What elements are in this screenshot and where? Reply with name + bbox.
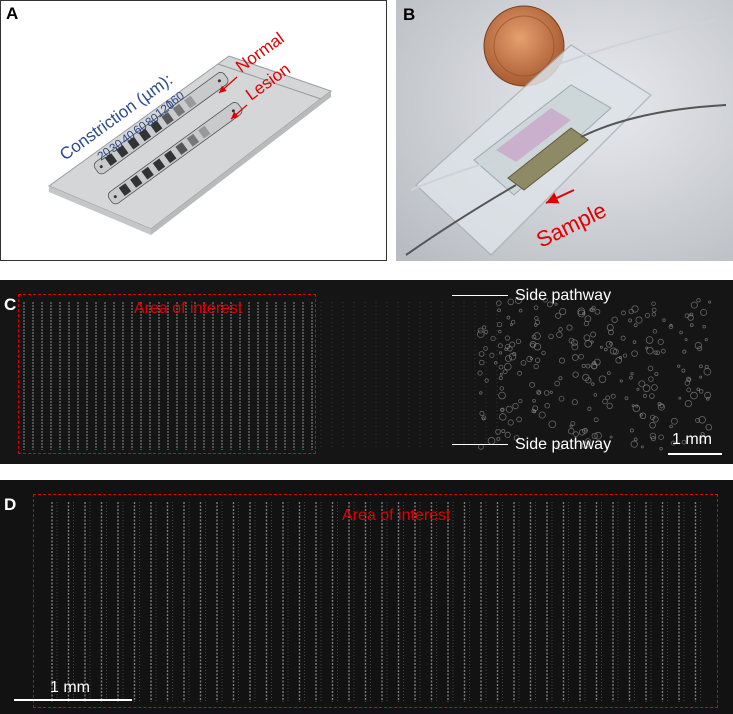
side-pathway-label-top: Side pathway — [515, 287, 612, 304]
scale-label-d: 1 mm — [50, 679, 90, 696]
side-pathway-arrow-top — [452, 295, 508, 296]
panel-c-micrograph: C Area of interest Side pathway Side pat… — [0, 280, 733, 464]
panel-d-letter: D — [4, 495, 17, 514]
panel-c-letter: C — [4, 295, 17, 314]
side-pathway-label-bottom: Side pathway — [515, 436, 612, 453]
micrograph-d-texture — [51, 502, 701, 702]
area-of-interest-label-c: Area of interest — [134, 300, 243, 317]
panel-b-photo: B — [396, 0, 733, 261]
area-of-interest-label-d: Area of interest — [342, 507, 451, 524]
panel-b-letter: B — [403, 5, 416, 24]
micrograph-c-image — [23, 296, 713, 451]
tubing-bottom — [405, 184, 517, 256]
micrograph-c-texture — [23, 296, 713, 451]
sample-channel — [507, 127, 589, 191]
scale-bar-d — [14, 699, 132, 701]
device-photo: Sample — [396, 0, 733, 261]
scale-label-c: 1 mm — [672, 431, 712, 448]
channel-normal — [93, 72, 229, 175]
normal-arrow — [218, 76, 238, 94]
side-pathway-arrow-bottom — [452, 444, 508, 445]
lesion-arrow — [230, 104, 248, 120]
tubing-top — [580, 104, 727, 138]
scale-bar-c — [668, 453, 722, 455]
panel-a-schematic: A — [0, 0, 387, 261]
penny-coin — [483, 5, 565, 87]
area-of-interest-box-c — [18, 294, 316, 454]
area-of-interest-box-d — [33, 494, 718, 708]
panel-a-letter: A — [6, 4, 19, 23]
sample-arrow — [545, 189, 575, 204]
panel-d-micrograph: D Area of interest 1 mm — [0, 480, 733, 714]
channel-lesion — [107, 102, 243, 205]
micrograph-d-image — [51, 502, 701, 702]
device-schematic: Constriction (µm): 20 30 40 60 80 120 16… — [47, 29, 333, 235]
